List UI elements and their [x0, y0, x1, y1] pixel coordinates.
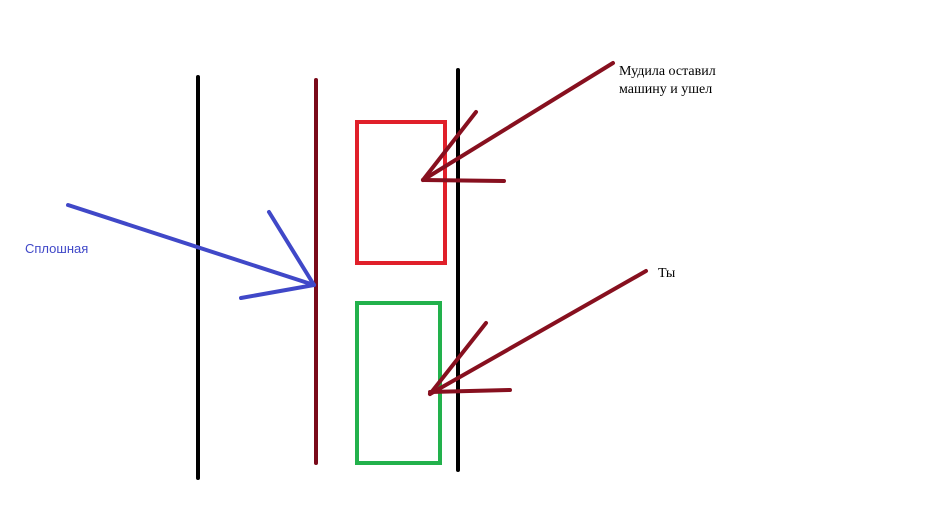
- parked-car-label: Мудила оставил машину и ушел: [619, 63, 716, 99]
- parked-car-label-line1: Мудила оставил: [619, 64, 716, 79]
- arrow-to-parked-car: [421, 61, 615, 183]
- your-car: [355, 301, 442, 465]
- arrow-to-your-car: [428, 269, 648, 396]
- solid-line-text: Сплошная: [25, 241, 89, 256]
- your-car-label-text: Ты: [658, 266, 676, 281]
- arrow-to-solid-line: [66, 203, 316, 300]
- solid-line-label: Сплошная: [25, 240, 88, 258]
- your-car-label: Ты: [658, 265, 675, 283]
- parked-car-label-line2: машину и ушел: [619, 82, 713, 97]
- parked-car: [355, 120, 447, 265]
